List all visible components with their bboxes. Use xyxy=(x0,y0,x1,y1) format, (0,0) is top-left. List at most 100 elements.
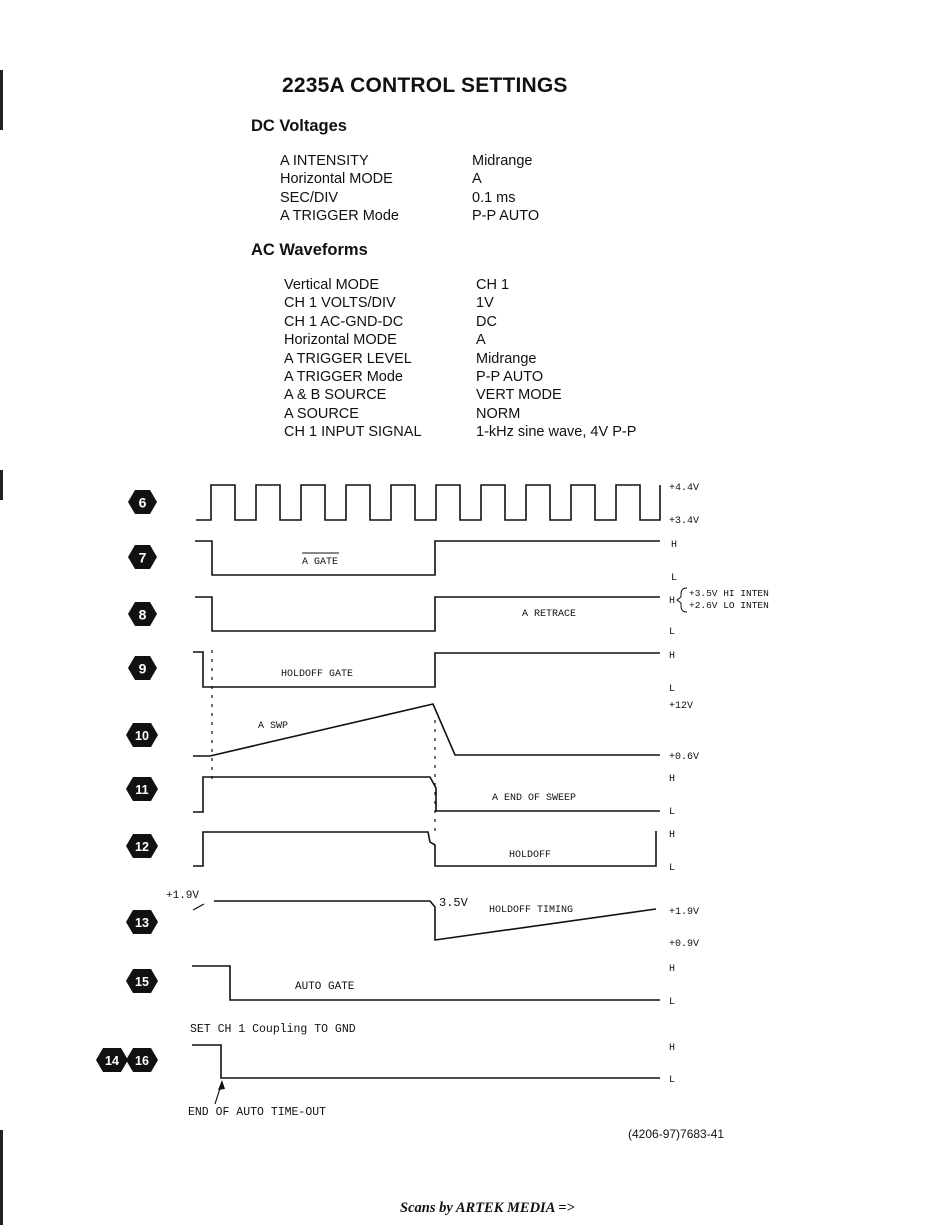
scan-edge-bottom xyxy=(0,1130,3,1225)
ac-setting-value: NORM xyxy=(476,405,521,422)
level-w13-low: +0.9V xyxy=(669,939,699,950)
label-3-5v: 3.5V xyxy=(439,896,469,910)
timing-diagram: 6 7 8 9 10 11 12 13 15 14 16 +4.4V +3.4V xyxy=(0,470,950,1130)
dc-setting-label: SEC/DIV xyxy=(280,189,339,206)
level-w13-high: +1.9V xyxy=(669,907,699,918)
ac-setting-label: Vertical MODE xyxy=(284,277,380,293)
badge-7: 7 xyxy=(128,545,157,569)
svg-text:8: 8 xyxy=(139,607,147,623)
waveform-13: +1.9V 3.5V HOLDOFF TIMING +1.9V +0.9V xyxy=(166,890,699,950)
ac-setting-row: A TRIGGER LEVEL Midrange xyxy=(284,350,636,368)
level-w16-high: H xyxy=(669,1043,675,1054)
level-w10-high: +12V xyxy=(669,701,693,712)
level-w12-low: L xyxy=(669,863,675,874)
badge-10: 10 xyxy=(126,723,158,747)
label-a-end-of-sweep: A END OF SWEEP xyxy=(492,793,576,804)
page-title: 2235A CONTROL SETTINGS xyxy=(282,74,568,97)
dc-setting-row: Horizontal MODE A xyxy=(280,170,539,188)
level-w12-high: H xyxy=(669,830,675,841)
waveform-10: A SWP +12V +0.6V xyxy=(193,701,699,763)
ac-setting-value: DC xyxy=(476,313,497,330)
dc-setting-value: Midrange xyxy=(472,153,533,169)
level-w16-low: L xyxy=(669,1075,675,1086)
ac-setting-row: Vertical MODE CH 1 xyxy=(284,276,636,294)
svg-text:12: 12 xyxy=(135,840,149,854)
dc-setting-label: A INTENSITY xyxy=(280,153,369,169)
ac-setting-value: 1-kHz sine wave, 4V P-P xyxy=(476,424,637,441)
level-w6-low: +3.4V xyxy=(669,516,699,527)
svg-text:9: 9 xyxy=(139,661,147,677)
label-holdoff-gate: HOLDOFF GATE xyxy=(281,669,353,680)
level-w15-low: L xyxy=(669,997,675,1008)
level-w7-high: H xyxy=(671,540,677,551)
badge-8: 8 xyxy=(128,602,157,626)
timing-diagram-svg: 6 7 8 9 10 11 12 13 15 14 16 +4.4V +3.4V xyxy=(96,483,769,1119)
label-end-of-auto-time-out: END OF AUTO TIME-OUT xyxy=(188,1106,326,1119)
ac-setting-label: A TRIGGER Mode xyxy=(284,369,403,386)
label-set-ch1-coupling: SET CH 1 Coupling TO GND xyxy=(190,1023,356,1036)
level-w8-low: L xyxy=(669,627,675,638)
dc-voltages-heading: DC Voltages xyxy=(251,117,347,135)
waveform-11: A END OF SWEEP H L xyxy=(193,774,675,818)
level-w11-low: L xyxy=(669,807,675,818)
ac-setting-value: VERT MODE xyxy=(476,387,562,404)
waveform-12: HOLDOFF H L xyxy=(193,830,675,874)
level-w8-note-lo: +2.6V LO INTEN xyxy=(689,600,769,611)
badge-9: 9 xyxy=(128,656,157,680)
ac-setting-label: Horizontal MODE xyxy=(284,332,397,349)
label-holdoff-timing: HOLDOFF TIMING xyxy=(489,905,573,916)
badge-16: 16 xyxy=(126,1048,158,1072)
ac-setting-row: A SOURCE NORM xyxy=(284,405,636,423)
waveform-badges: 6 7 8 9 10 11 12 13 15 14 16 xyxy=(96,490,158,1072)
label-auto-gate: AUTO GATE xyxy=(295,981,355,993)
badge-15: 15 xyxy=(126,969,158,993)
ac-setting-label: CH 1 INPUT SIGNAL xyxy=(284,424,422,441)
svg-text:14: 14 xyxy=(105,1054,119,1068)
dc-setting-row: A INTENSITY Midrange xyxy=(280,152,539,170)
ac-waveforms-heading: AC Waveforms xyxy=(251,241,368,259)
waveform-15: AUTO GATE H L xyxy=(192,964,675,1008)
ac-setting-value: Midrange xyxy=(476,350,537,367)
scan-credit: Scans by ARTEK MEDIA => xyxy=(400,1200,575,1216)
level-w8-high: H xyxy=(669,596,675,607)
svg-text:7: 7 xyxy=(139,550,147,566)
ac-setting-label: A SOURCE xyxy=(284,405,359,422)
label-plus-1-9v: +1.9V xyxy=(166,890,199,902)
svg-text:6: 6 xyxy=(139,495,147,511)
waveform-14-16: END OF AUTO TIME-OUT H L xyxy=(188,1043,675,1119)
level-w8-note-hi: +3.5V HI INTEN xyxy=(689,588,769,599)
badge-11: 11 xyxy=(126,777,158,801)
label-holdoff: HOLDOFF xyxy=(509,850,551,861)
ac-setting-row: A TRIGGER Mode P-P AUTO xyxy=(284,368,636,386)
waveform-9: HOLDOFF GATE H L xyxy=(193,651,675,695)
figure-reference: (4206-97)7683-41 xyxy=(628,1127,725,1141)
scan-edge-mid xyxy=(0,470,3,500)
dc-setting-value: A xyxy=(472,171,482,188)
level-w15-high: H xyxy=(669,964,675,975)
dc-setting-label: Horizontal MODE xyxy=(280,171,393,188)
svg-text:11: 11 xyxy=(135,783,148,797)
ac-setting-value: CH 1 xyxy=(476,277,510,293)
ac-setting-label: A TRIGGER LEVEL xyxy=(284,350,412,367)
svg-text:16: 16 xyxy=(135,1054,149,1068)
dc-setting-value: 0.1 ms xyxy=(472,189,516,206)
dc-setting-row: SEC/DIV 0.1 ms xyxy=(280,189,539,207)
ac-setting-row: CH 1 INPUT SIGNAL 1-kHz sine wave, 4V P-P xyxy=(284,423,636,441)
badge-13: 13 xyxy=(126,910,158,934)
dc-setting-label: A TRIGGER Mode xyxy=(280,208,399,225)
ac-setting-value: P-P AUTO xyxy=(476,369,544,386)
waveform-8: A RETRACE H +3.5V HI INTEN +2.6V LO INTE… xyxy=(195,587,769,638)
badge-12: 12 xyxy=(126,834,158,858)
level-w10-low: +0.6V xyxy=(669,752,699,763)
level-w7-low: L xyxy=(671,573,677,584)
label-a-swp: A SWP xyxy=(258,721,288,732)
svg-text:13: 13 xyxy=(135,916,149,930)
label-a-retrace: A RETRACE xyxy=(522,609,576,620)
